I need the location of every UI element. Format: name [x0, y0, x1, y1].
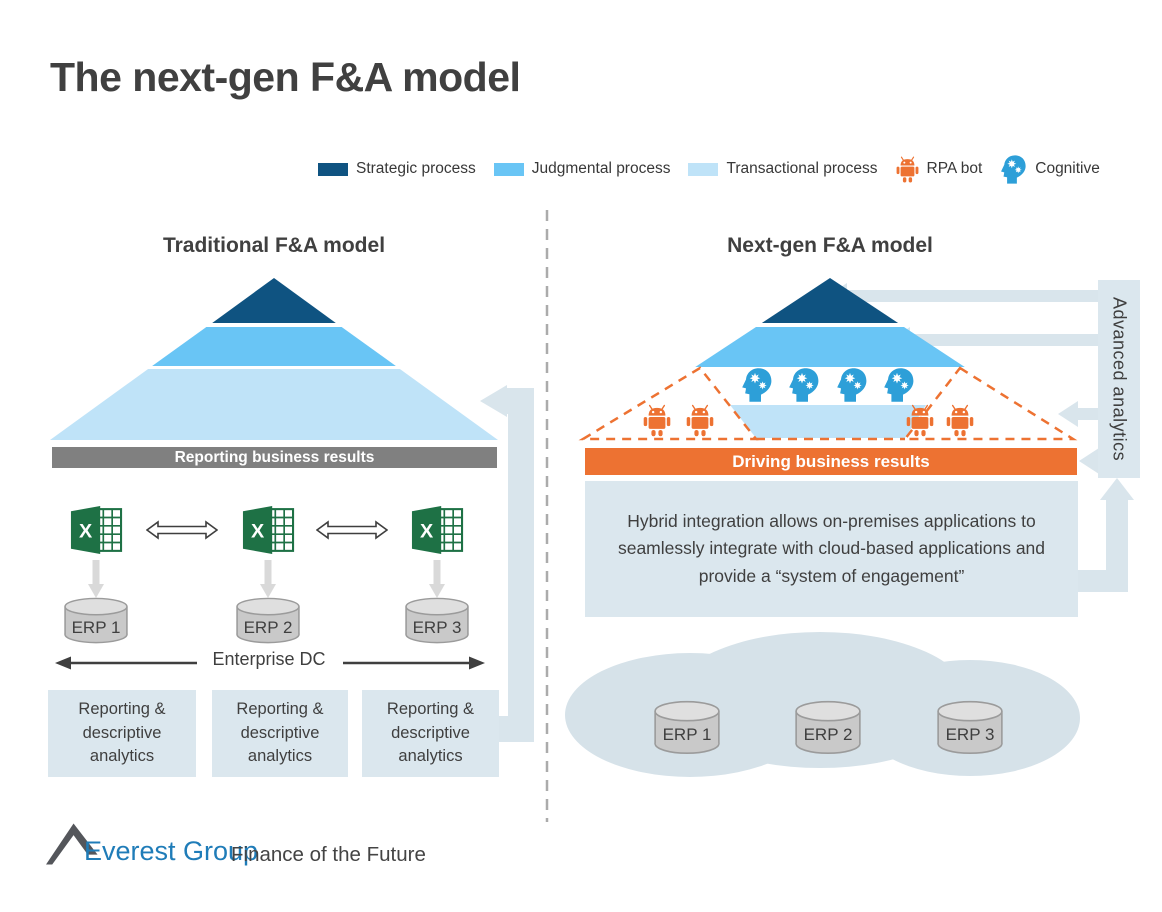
left-section-heading: Traditional F&A model — [162, 234, 386, 257]
page-title: The next-gen F&A model — [50, 54, 521, 100]
reporting-results-bar: Reporting business results — [52, 447, 497, 468]
driving-results-bar: Driving business results — [585, 448, 1077, 475]
excel-icon — [409, 506, 465, 554]
excel-icon — [68, 506, 124, 554]
traditional-pyramid — [50, 278, 498, 440]
erp-label: ERP 3 — [412, 618, 462, 638]
legend-label: Strategic process — [356, 160, 476, 177]
down-arrow-icon — [429, 560, 445, 598]
legend-item-strategic: Strategic process — [318, 160, 476, 178]
analytics-box: Reporting & descriptive analytics — [212, 690, 348, 777]
analytics-arrow-rpa — [1058, 401, 1098, 427]
cloud-shape — [565, 632, 1080, 777]
erp-cylinder: ERP 1 — [63, 597, 129, 645]
erp-label: ERP 1 — [662, 724, 712, 744]
erp-cylinder: ERP 2 — [235, 597, 301, 645]
erp-cylinder: ERP 3 — [404, 597, 470, 645]
cognitive-icon — [883, 366, 915, 404]
brand-tagline: Finance of the Future — [231, 843, 426, 866]
cognitive-icon — [836, 366, 868, 404]
strategic-layer — [761, 278, 899, 323]
erp-cylinder: ERP 2 — [794, 700, 862, 756]
cognitive-icon — [1000, 154, 1027, 185]
analytics-box: Reporting & descriptive analytics — [48, 690, 196, 777]
erp-label: ERP 3 — [945, 724, 995, 744]
legend-item-transactional: Transactional process — [688, 160, 878, 178]
strategic-swatch — [318, 162, 348, 176]
erp-cylinder: ERP 1 — [653, 700, 721, 756]
strategic-layer — [212, 278, 336, 323]
everest-logo-icon — [46, 823, 98, 865]
judgmental-swatch — [493, 162, 524, 176]
section-divider — [545, 210, 549, 822]
enterprise-dc-label: Enterprise DC — [212, 649, 326, 669]
down-arrow-icon — [260, 560, 276, 598]
legend-label: Cognitive — [1035, 160, 1100, 177]
judgmental-layer — [152, 327, 396, 366]
enterprise-dc-arrow — [55, 656, 485, 670]
double-arrow-icon — [316, 517, 388, 543]
excel-icon — [240, 506, 296, 554]
transactional-layer — [730, 405, 927, 438]
feedback-loop-arrow — [480, 385, 534, 742]
legend-item-judgmental: Judgmental process — [493, 160, 671, 178]
down-arrow-icon — [88, 560, 104, 598]
cognitive-icon — [788, 366, 820, 404]
transactional-swatch — [688, 162, 719, 176]
hybrid-integration-box: Hybrid integration allows on-premises ap… — [585, 481, 1078, 617]
legend-label: Transactional process — [726, 160, 878, 177]
advanced-analytics-box: Advanced analytics — [1098, 280, 1140, 478]
rpa-bot-icon — [896, 156, 919, 183]
reporting-results-label: Reporting business results — [174, 448, 375, 466]
rpa-bot-icon — [686, 403, 714, 438]
hybrid-to-analytics-arrow — [1078, 478, 1134, 592]
analytics-box: Reporting & descriptive analytics — [362, 690, 499, 777]
legend-label: Judgmental process — [531, 160, 671, 177]
nextgen-pyramid — [585, 278, 1075, 440]
legend-item-cognitive: Cognitive — [1000, 154, 1100, 185]
advanced-analytics-label: Advanced analytics — [1109, 296, 1130, 462]
rpa-dashed-triangles — [578, 366, 1078, 441]
double-arrow-icon — [146, 517, 218, 543]
erp-label: ERP 2 — [243, 618, 293, 638]
legend-label: RPA bot — [926, 160, 983, 177]
transactional-layer — [50, 369, 498, 440]
cognitive-icon — [741, 366, 773, 404]
legend-item-rpa-bot: RPA bot — [896, 156, 983, 183]
right-section-heading: Next-gen F&A model — [727, 234, 933, 257]
rpa-bot-icon — [643, 403, 671, 438]
erp-label: ERP 2 — [803, 724, 853, 744]
rpa-bot-icon — [906, 403, 934, 438]
hybrid-integration-text: Hybrid integration allows on-premises ap… — [617, 511, 1046, 586]
rpa-bot-icon — [946, 403, 974, 438]
brand-name: Everest Group — [84, 836, 259, 866]
driving-results-label: Driving business results — [732, 451, 930, 471]
erp-cylinder: ERP 3 — [936, 700, 1004, 756]
erp-label: ERP 1 — [71, 618, 121, 638]
legend: Strategic process Judgmental process Tra… — [318, 152, 1100, 186]
